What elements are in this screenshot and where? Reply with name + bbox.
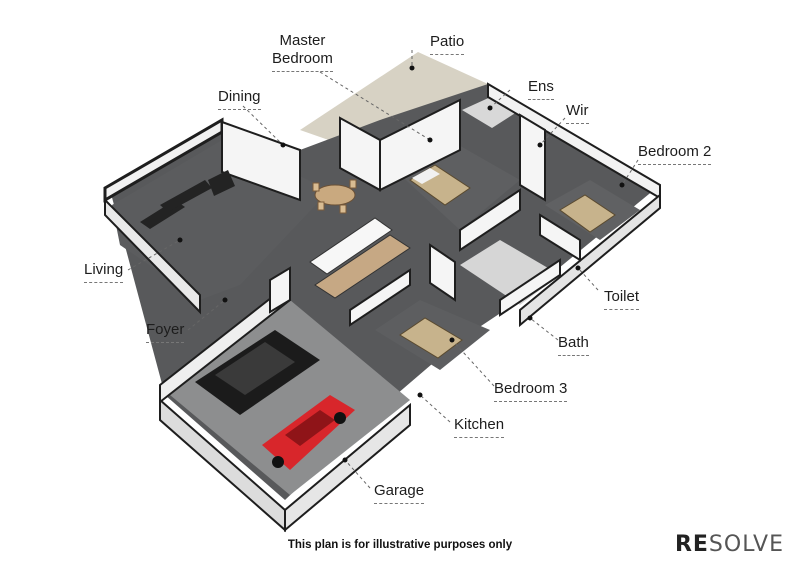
garage-wall-right: [284, 402, 411, 533]
dining-table: [314, 184, 356, 206]
side-wall-east: [519, 192, 661, 328]
black-suv: [195, 330, 320, 415]
brand-solve: SOLVE: [708, 532, 784, 557]
label-master-line1: Master: [279, 32, 326, 49]
label-dots: [177, 65, 625, 463]
label-bath: Bath: [558, 334, 589, 356]
label-garage: Garage: [374, 482, 425, 504]
label-ens: Ens: [528, 78, 554, 100]
label-bedroom-2: Bedroom 2: [638, 143, 712, 165]
bed-2: [559, 194, 616, 233]
brand-re: RE: [674, 532, 709, 557]
label-patio: Patio: [430, 33, 465, 55]
living-wall-front: [104, 197, 201, 315]
label-dining: Dining: [218, 88, 261, 110]
sofa-set: [140, 170, 235, 229]
kitchen-island: [309, 217, 393, 275]
label-toilet: Toilet: [604, 288, 640, 310]
label-wir: Wir: [566, 102, 589, 124]
label-kitchen: Kitchen: [454, 416, 505, 438]
label-leaders: [127, 50, 639, 489]
kitchen-bench: [314, 234, 411, 299]
label-foyer: Foyer: [146, 321, 185, 343]
dining-chairs: [312, 179, 357, 214]
disclaimer-text: This plan is for illustrative purposes o…: [287, 539, 513, 551]
bed-3: [399, 317, 463, 359]
red-sports-car: [262, 395, 355, 470]
garage-floor: [170, 300, 410, 495]
bed-master: [409, 164, 471, 206]
label-bedroom-3: Bedroom 3: [494, 380, 568, 402]
brand-logo: RESOLVE: [675, 532, 784, 557]
interior-walls: [221, 98, 581, 327]
label-master-line2: Bedroom: [272, 50, 333, 67]
label-living: Living: [84, 261, 124, 283]
label-master-bedroom: Master Bedroom: [272, 32, 333, 72]
